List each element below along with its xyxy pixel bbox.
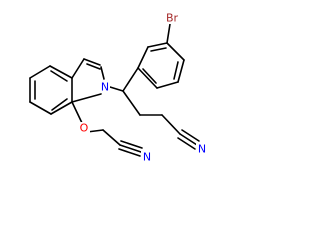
bromine-label: Br [166, 12, 179, 25]
atom-label-indole-n: N [99, 81, 110, 94]
cyanopropyl-chain [139, 114, 200, 150]
bromophenyl-ring [137, 23, 185, 89]
atom-label-cyanomethyl-n: N [141, 151, 152, 164]
indole-nitrogen-label: N [101, 81, 109, 94]
atom-label-o: O [79, 122, 90, 135]
atom-label-chain-nitrile-n: N [196, 143, 207, 156]
ether-oxygen-label: O [80, 122, 89, 135]
chain-nitrile-nitrogen-label: N [198, 143, 206, 156]
cyanomethoxy-group [71, 101, 143, 157]
indole-benzene-ring [29, 65, 73, 115]
indole-pyrrole-ring [71, 58, 105, 103]
chemical-structure: Br N O N N [29, 12, 207, 164]
methine-bonds [109, 67, 141, 116]
atom-label-br: Br [164, 12, 180, 25]
cyanomethyl-nitrile-nitrogen-label: N [143, 151, 151, 164]
